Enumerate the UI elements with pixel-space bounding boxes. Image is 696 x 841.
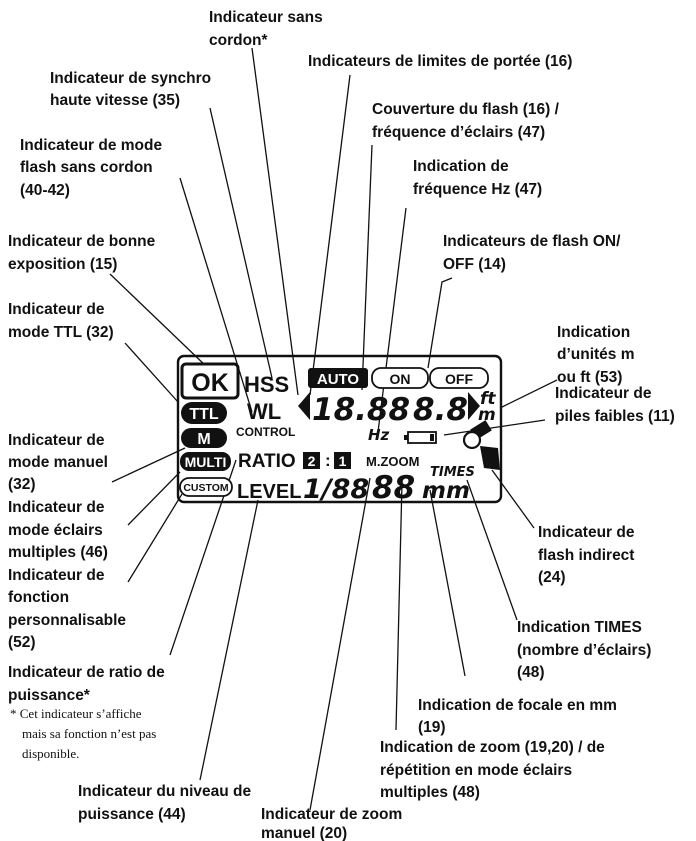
label-ratio: Indicateur de ratio de puissance* <box>8 664 169 704</box>
ratio-indicator: RATIO <box>238 451 296 472</box>
range-limit-right-icon <box>468 392 480 420</box>
leader-wireless <box>251 47 299 396</box>
hz-indicator: Hz <box>368 426 390 444</box>
manual-zoom-indicator: M.ZOOM <box>366 454 419 469</box>
label-units: Indication d’unités m ou ft (53) <box>557 324 639 386</box>
manual-box <box>181 428 227 448</box>
leader-level <box>199 499 259 781</box>
label-battery: Indicateur de piles faibles (11) <box>555 385 675 425</box>
leader-manual-zoom <box>309 477 371 811</box>
leader-units <box>499 379 558 409</box>
footnote: * Cet indicateur s’affiche mais sa fonct… <box>10 706 160 761</box>
ratio-a-box <box>303 452 320 469</box>
ttl-box <box>181 402 227 424</box>
auto-box <box>308 368 368 388</box>
label-manual: Indicateur de mode manuel (32) <box>8 432 112 493</box>
level-indicator: LEVEL <box>237 481 301 503</box>
wl-indicator: WL <box>247 399 281 424</box>
on-box <box>371 367 429 389</box>
mm-unit: mm <box>422 478 470 504</box>
hss-indicator: HSS <box>244 372 289 397</box>
lcd-frame <box>176 354 503 504</box>
ratio-a: 2 <box>308 453 316 469</box>
label-focal: Indication de focale en mm (19) <box>418 697 621 736</box>
main-digits: 18.88 <box>312 392 410 428</box>
label-custom: Indicateur de fonction personnalisable (… <box>8 567 130 651</box>
label-multi: Indicateur de mode éclairs multiples (46… <box>8 499 109 561</box>
multi-box <box>180 452 231 471</box>
leader-ok <box>109 273 209 369</box>
ratio-b: 1 <box>339 453 347 469</box>
leader-lines <box>109 47 558 811</box>
leader-focal <box>429 489 466 677</box>
label-ttl: Indicateur de mode TTL (32) <box>8 301 114 341</box>
off-box <box>429 367 489 389</box>
label-bounce: Indicateur de flash indirect (24) <box>538 524 639 586</box>
leader-coverage <box>361 144 373 391</box>
label-ok: Indicateur de bonne exposition (15) <box>8 233 160 273</box>
label-range-limits: Indicateurs de limites de portée (16) <box>308 53 572 70</box>
leader-multi <box>127 471 181 526</box>
m-unit: m <box>478 405 496 425</box>
bounce-flash-icon <box>462 420 500 470</box>
auto-indicator: AUTO <box>317 371 360 388</box>
ok-indicator: OK <box>191 369 229 397</box>
custom-box <box>179 477 233 497</box>
leader-zoom-rep <box>395 481 403 731</box>
custom-indicator: CUSTOM <box>183 482 229 494</box>
leader-wireless-mode <box>179 177 253 413</box>
level-digits: 1/88 <box>303 474 369 505</box>
ft-unit: ft <box>480 389 496 409</box>
label-zoom-rep: Indication de zoom (19,20) / de répétiti… <box>380 739 609 801</box>
leader-hss <box>209 107 273 379</box>
ok-box <box>180 362 240 400</box>
on-indicator: ON <box>390 371 411 387</box>
leader-manual <box>111 447 186 483</box>
label-level: Indicateur du niveau de puissance (44) <box>78 783 255 823</box>
label-manual-zoom: Indicateur de zoom manuel (20) <box>261 806 407 841</box>
leader-range-limits <box>309 74 351 396</box>
label-on-off: Indicateurs de flash ON/ OFF (14) <box>443 233 625 273</box>
ratio-b-box <box>334 452 351 469</box>
label-wireless: Indicateur sans cordon* <box>209 9 327 49</box>
leader-battery <box>443 419 546 436</box>
leader-on-off <box>427 277 453 369</box>
label-coverage: Couverture du flash (16) / fréquence d’é… <box>372 101 563 141</box>
label-hss: Indicateur de synchro haute vitesse (35) <box>50 70 215 109</box>
label-wireless-mode: Indicateur de mode flash sans cordon (40… <box>20 137 166 199</box>
multi-indicator: MULTI <box>185 454 227 470</box>
off-indicator: OFF <box>445 371 473 387</box>
leader-ttl <box>124 342 179 403</box>
manual-indicator: M <box>197 431 210 448</box>
leader-hz <box>377 207 407 433</box>
zoom-digits: 88 <box>372 470 415 506</box>
leader-times <box>466 479 518 621</box>
label-times: Indication TIMES (nombre d’éclairs) (48) <box>517 619 656 681</box>
callout-labels: Indicateur sans cordon* Indicateurs de l… <box>8 9 675 841</box>
low-battery-icon <box>404 431 437 444</box>
control-indicator: CONTROL <box>236 425 295 439</box>
ttl-indicator: TTL <box>189 406 219 423</box>
leader-custom <box>127 493 183 583</box>
decimal-digits: 8.8 <box>413 392 468 428</box>
leader-bounce <box>491 469 535 529</box>
range-limit-left-icon <box>298 392 310 420</box>
label-hz: Indication de fréquence Hz (47) <box>413 158 542 198</box>
lcd-panel: OK HSS AUTO ON OFF TTL WL CONTROL 18.88 … <box>176 354 503 506</box>
times-indicator: TIMES <box>430 465 475 480</box>
ratio-separator: : <box>325 451 331 470</box>
